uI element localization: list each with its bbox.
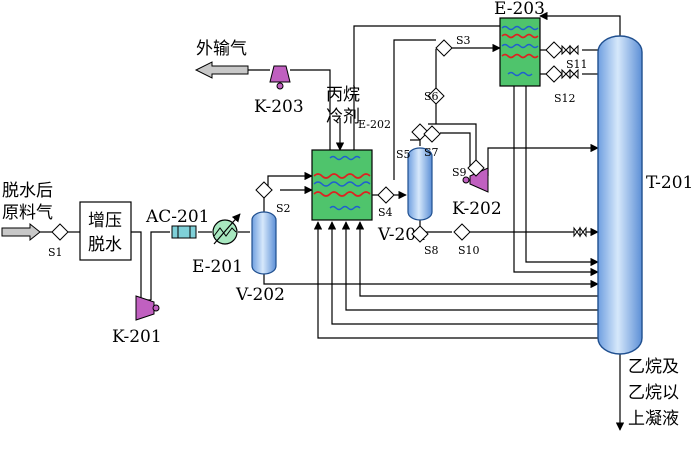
- bottoms-label-line2: 乙烷以: [628, 383, 679, 403]
- diamond-s11: [545, 41, 563, 59]
- stream-label-s5: S5: [396, 148, 411, 161]
- compressor-k203: [269, 65, 291, 90]
- heat-exchanger-e201: [212, 213, 241, 245]
- feed-label-line1: 脱水后: [2, 181, 53, 201]
- e201-label: E-201: [192, 257, 243, 277]
- stream-label-s9: S9: [452, 166, 467, 179]
- diamond-s7: [423, 125, 441, 143]
- stream-label-s1: S1: [48, 246, 63, 259]
- stream-label-s11: S11: [566, 58, 588, 71]
- stream-label-s4: S4: [378, 206, 393, 219]
- stream-label-s3: S3: [456, 34, 471, 47]
- dehydration-label-line2: 脱水: [88, 235, 122, 255]
- bottoms-label-line1: 乙烷及: [628, 357, 679, 377]
- valve-s10-feed: [573, 226, 587, 238]
- vessel-v201: [407, 147, 433, 221]
- propane-refrigerant-line2: 冷剂: [326, 107, 360, 127]
- v201-label: V-201: [377, 225, 427, 245]
- dehydration-unit: [79, 201, 132, 261]
- diamond-s2: [255, 181, 273, 199]
- stream-label-s7: S7: [424, 146, 439, 159]
- exchanger-e203: [499, 17, 541, 87]
- diamond-s5: [411, 123, 429, 141]
- propane-refrigerant-line1: 丙烷: [326, 85, 360, 105]
- k202-label: K-202: [452, 199, 502, 219]
- k203-label: K-203: [254, 97, 304, 117]
- diamond-s9: [467, 159, 485, 177]
- stream-markers: [51, 39, 563, 243]
- export-gas-label: 外输气: [196, 39, 247, 59]
- bottoms-label-line3: 上凝液: [628, 409, 679, 429]
- diamond-s10: [453, 223, 471, 241]
- dehydration-label-line1: 增压: [88, 211, 122, 231]
- piping: [40, 11, 625, 431]
- stream-label-s12: S12: [554, 92, 576, 105]
- compressor-k201: [135, 295, 160, 321]
- feed-label-line2: 原料气: [2, 203, 53, 223]
- diamond-s1: [51, 223, 69, 241]
- feed-arrow: [1, 222, 41, 242]
- stream-label-s6: S6: [424, 90, 439, 103]
- diamond-s6: [427, 87, 445, 105]
- vessel-v202: [251, 211, 277, 275]
- e203-label: E-203: [494, 0, 545, 19]
- k201-label: K-201: [112, 327, 162, 347]
- t201-label: T-201: [646, 173, 693, 193]
- cold-box-e202: [311, 149, 373, 221]
- diamond-s3: [435, 39, 453, 57]
- air-cooler-ac201: [171, 225, 197, 239]
- export-gas-arrow: [194, 61, 249, 79]
- stream-label-s2: S2: [276, 202, 291, 215]
- stream-label-s10: S10: [458, 244, 480, 257]
- v202-label: V-202: [235, 285, 285, 305]
- stream-label-s8: S8: [424, 244, 439, 257]
- diamond-s4: [377, 186, 395, 204]
- column-t201: [597, 35, 643, 355]
- valve-s12: [561, 68, 579, 80]
- valve-s11: [561, 44, 579, 56]
- diamond-s8: [411, 225, 429, 243]
- e202-label: E-202: [358, 118, 391, 131]
- ac201-label: AC-201: [145, 207, 209, 227]
- diamond-s12: [545, 65, 563, 83]
